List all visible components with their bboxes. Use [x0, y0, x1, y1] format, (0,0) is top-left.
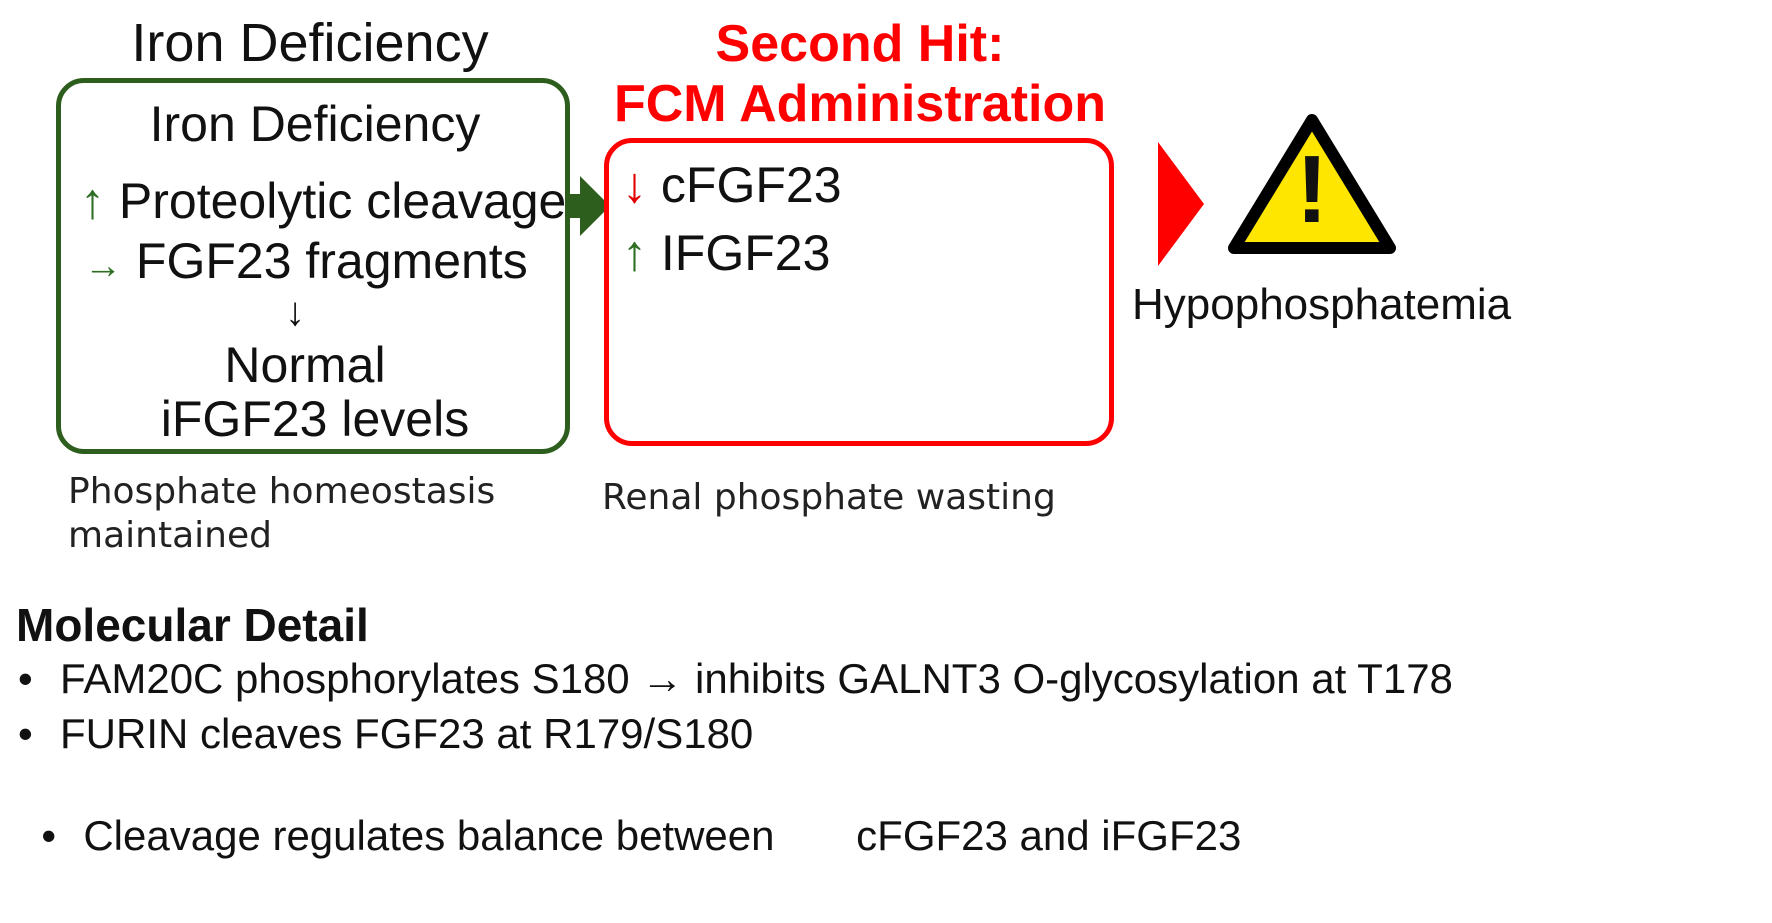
proteolytic-cleavage-row: ↑ Proteolytic cleavage: [80, 172, 566, 230]
molecular-bullet-3: • Cleavage regulates balance between cFGF…: [18, 764, 1241, 860]
caption-line-2: maintained: [68, 515, 272, 556]
bullet-text: FAM20C phosphorylates S180 → inhibits GA…: [60, 655, 1453, 702]
up-arrow-icon: ↑: [80, 173, 105, 229]
red-triangle-arrow: [1158, 142, 1204, 266]
iron-deficiency-box: [56, 78, 570, 454]
cfgf23-row: ↓ cFGF23: [622, 156, 842, 214]
down-arrow-icon: ↓: [622, 157, 647, 213]
ifgf23-text: IFGF23: [660, 225, 831, 281]
up-arrow-icon: ↑: [622, 225, 647, 281]
right-arrow-icon: →: [84, 245, 122, 287]
second-hit-heading-line1: Second Hit:: [715, 15, 1005, 73]
bullet-dot: •: [18, 655, 33, 702]
cfgf23-text: cFGF23: [660, 157, 842, 213]
renal-phosphate-wasting-caption: Renal phosphate wasting: [602, 477, 1056, 518]
normal-text: Normal: [224, 337, 386, 393]
second-hit-heading: Second Hit: FCM Administration: [600, 14, 1120, 134]
molecular-bullet-2: • FURIN cleaves FGF23 at R179/S180: [18, 710, 753, 758]
bullet-dot: •: [18, 710, 33, 757]
second-hit-heading-line2: FCM Administration: [613, 75, 1107, 133]
proteolytic-cleavage-text: Proteolytic cleavage: [118, 173, 567, 229]
down-arrow-icon: ↓: [285, 290, 305, 334]
green-connector-arrow: [566, 176, 610, 236]
phosphate-homeostasis-caption: Phosphate homeostasis maintained: [68, 470, 495, 558]
caption-line-1: Phosphate homeostasis: [68, 471, 496, 512]
molecular-detail-heading: Molecular Detail: [16, 599, 369, 651]
bullet-dot: •: [41, 812, 57, 859]
fgf23-fragments-row: → FGF23 fragments: [84, 232, 528, 290]
ifgf23-levels-text: iFGF23 levels: [160, 391, 470, 447]
hypophosphatemia-label: Hypophosphatemia: [1132, 280, 1512, 329]
warning-icon: [1228, 114, 1396, 254]
bullet-text: FURIN cleaves FGF23 at R179/S180: [60, 710, 754, 757]
iron-deficiency-box-title: Iron Deficiency: [149, 96, 481, 152]
fcm-effect-box: [604, 138, 1114, 446]
fgf23-fragments-text: FGF23 fragments: [135, 233, 528, 289]
left-heading: Iron Deficiency: [131, 13, 489, 73]
warning-exclamation-icon: !: [1296, 136, 1328, 243]
molecular-bullet-1: • FAM20C phosphorylates S180 → inhibits G…: [18, 655, 1453, 703]
bullet-text: Cleavage regulates balance between cFGF2…: [83, 812, 1242, 859]
ifgf23-row: ↑ IFGF23: [622, 224, 830, 282]
